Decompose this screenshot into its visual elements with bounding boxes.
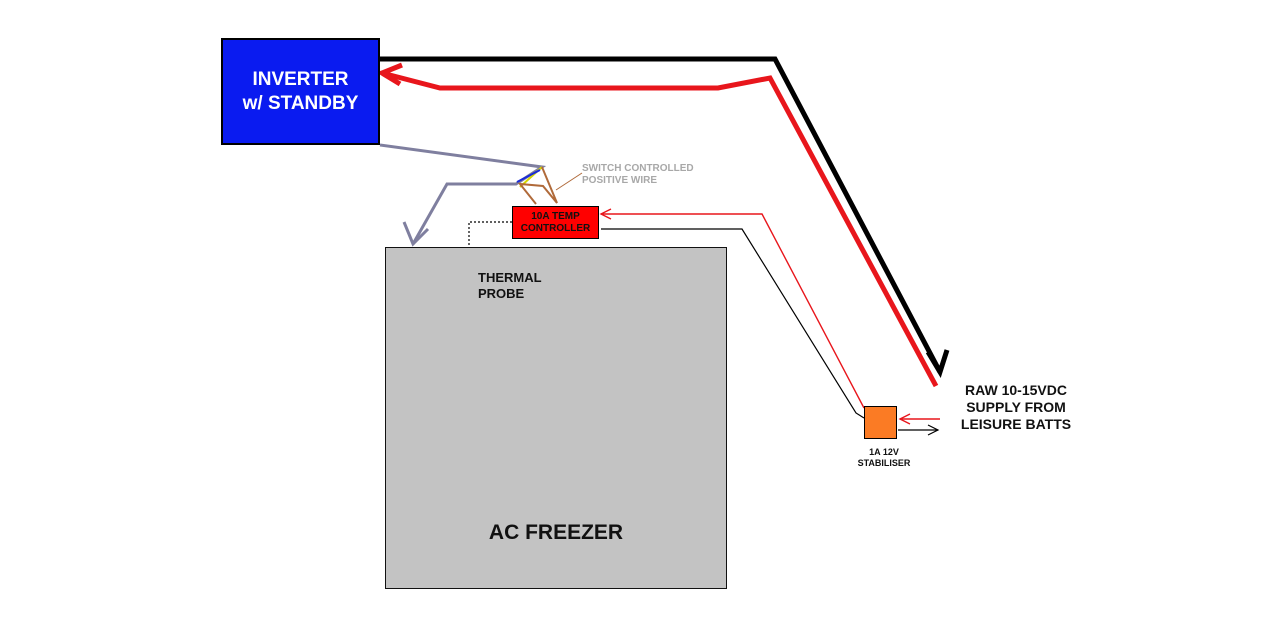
inverter-box: INVERTER w/ STANDBY — [221, 38, 380, 145]
temp-controller-label: 10A TEMP CONTROLLER — [520, 210, 591, 234]
temp-controller-box: 10A TEMP CONTROLLER — [512, 206, 599, 239]
supply-label: RAW 10-15VDC SUPPLY FROM LEISURE BATTS — [960, 382, 1072, 432]
stabiliser-negative-arrowhead — [927, 424, 940, 436]
main-positive-arrowhead — [376, 62, 403, 87]
thermal-probe-label: THERMAL PROBE — [478, 270, 542, 301]
inverter-label: INVERTER w/ STANDBY — [242, 68, 359, 114]
stabiliser-positive-arrowhead — [898, 413, 911, 425]
controller-positive-wire — [601, 213, 865, 409]
switch-wire-label: SWITCH CONTROLLED POSITIVE WIRE — [582, 163, 694, 186]
neutral-conductor — [516, 169, 541, 183]
switch-controlled-wire — [517, 166, 558, 205]
switch-label-leader — [555, 172, 583, 191]
controller-negative-wire — [601, 228, 865, 419]
controller-positive-arrowhead — [599, 208, 612, 220]
stabiliser-box — [864, 406, 897, 439]
freezer-box: AC FREEZER — [385, 247, 727, 589]
main-negative-wire — [380, 56, 943, 374]
stabiliser-label: 1A 12V STABILISER — [857, 447, 911, 468]
main-negative-arrowhead — [925, 349, 950, 379]
main-positive-wire — [381, 70, 939, 388]
ac-cable — [379, 143, 547, 245]
freezer-label: AC FREEZER — [488, 521, 624, 544]
ac-cable-arrowhead — [402, 221, 430, 247]
